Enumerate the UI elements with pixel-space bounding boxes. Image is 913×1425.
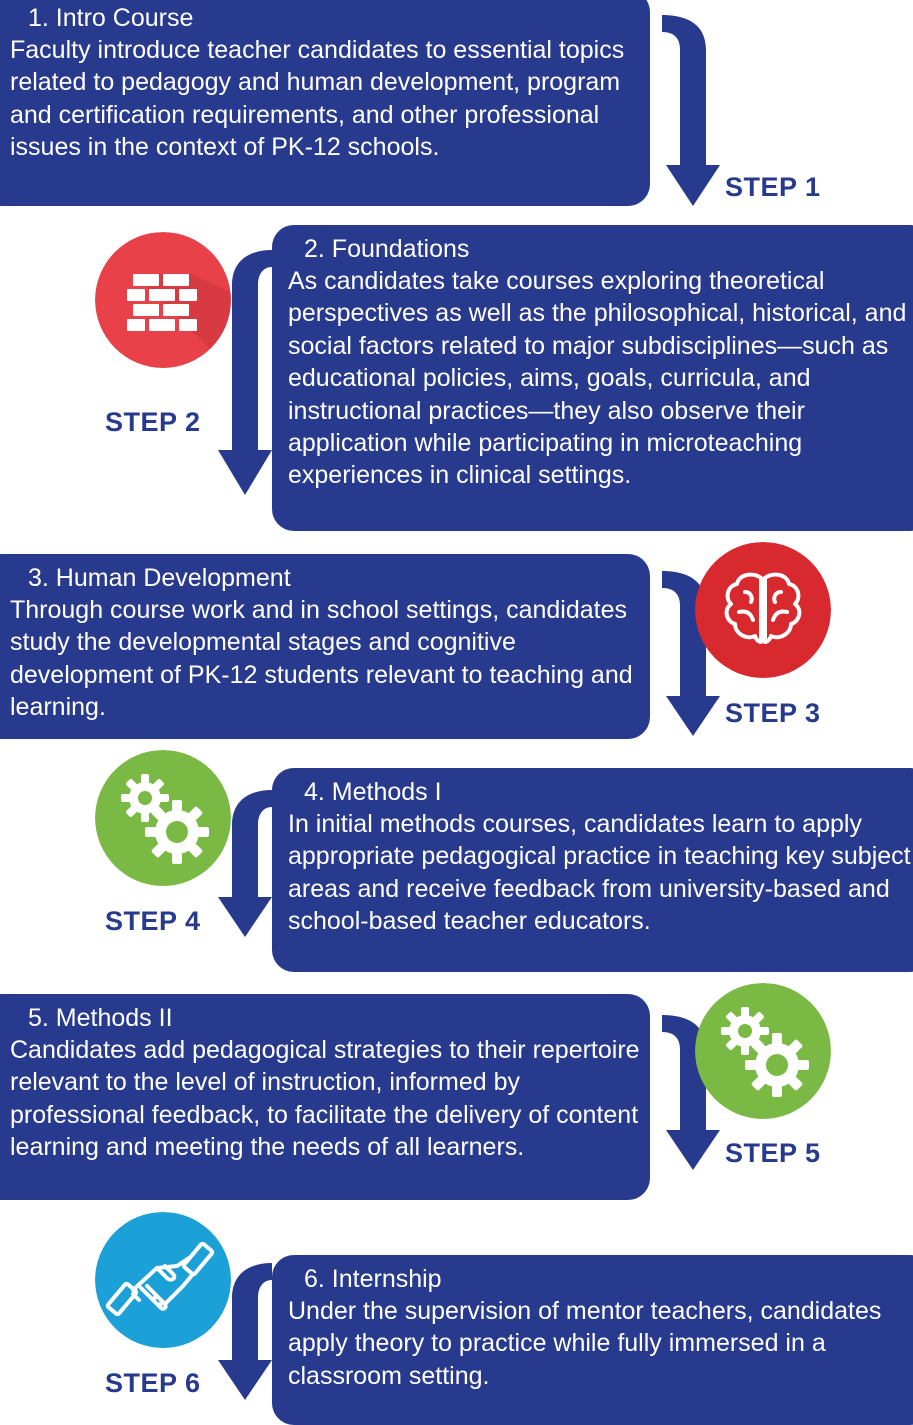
step-5-description: Candidates add pedagogical strategies to… [10, 1036, 640, 1162]
step-5-label: STEP 5 [725, 1138, 821, 1168]
step-6-arrow [218, 1263, 272, 1400]
brain-icon [695, 542, 831, 678]
step-1-title: 1. Intro Course [28, 4, 194, 32]
step-6-description: Under the supervision of mentor teachers… [288, 1297, 882, 1390]
step-2-box: 2. Foundations As candidates take course… [272, 225, 913, 531]
step-2-description: As candidates take courses exploring the… [288, 267, 907, 490]
step-5-title: 5. Methods II [28, 1004, 173, 1032]
gears-icon [695, 983, 831, 1119]
step-4-title: 4. Methods I [304, 778, 442, 806]
step-3-label: STEP 3 [725, 698, 821, 728]
step-2-arrow [218, 250, 272, 495]
step-3-description: Through course work and in school settin… [10, 596, 633, 722]
step-1-box: 1. Intro Course Faculty introduce teache… [0, 0, 650, 206]
step-5-box: 5. Methods II Candidates add pedagogical… [0, 994, 650, 1200]
step-1-label: STEP 1 [725, 172, 821, 202]
step-1-arrow [662, 15, 720, 206]
gears-icon [95, 750, 231, 886]
step-1-description: Faculty introduce teacher candidates to … [10, 36, 625, 162]
step-6-box: 6. Internship Under the supervision of m… [272, 1255, 913, 1425]
step-4-arrow [218, 790, 272, 937]
step-4-description: In initial methods courses, candidates l… [288, 810, 911, 936]
handshake-icon [95, 1212, 231, 1348]
step-4-box: 4. Methods I In initial methods courses,… [272, 768, 913, 972]
step-6-title: 6. Internship [304, 1265, 442, 1293]
step-3-box: 3. Human Development Through course work… [0, 554, 650, 739]
brick-wall-icon [95, 232, 231, 368]
step-6-label: STEP 6 [105, 1368, 201, 1398]
step-3-title: 3. Human Development [28, 564, 291, 592]
step-2-label: STEP 2 [105, 407, 201, 437]
step-4-label: STEP 4 [105, 906, 201, 936]
step-2-title: 2. Foundations [304, 235, 470, 263]
